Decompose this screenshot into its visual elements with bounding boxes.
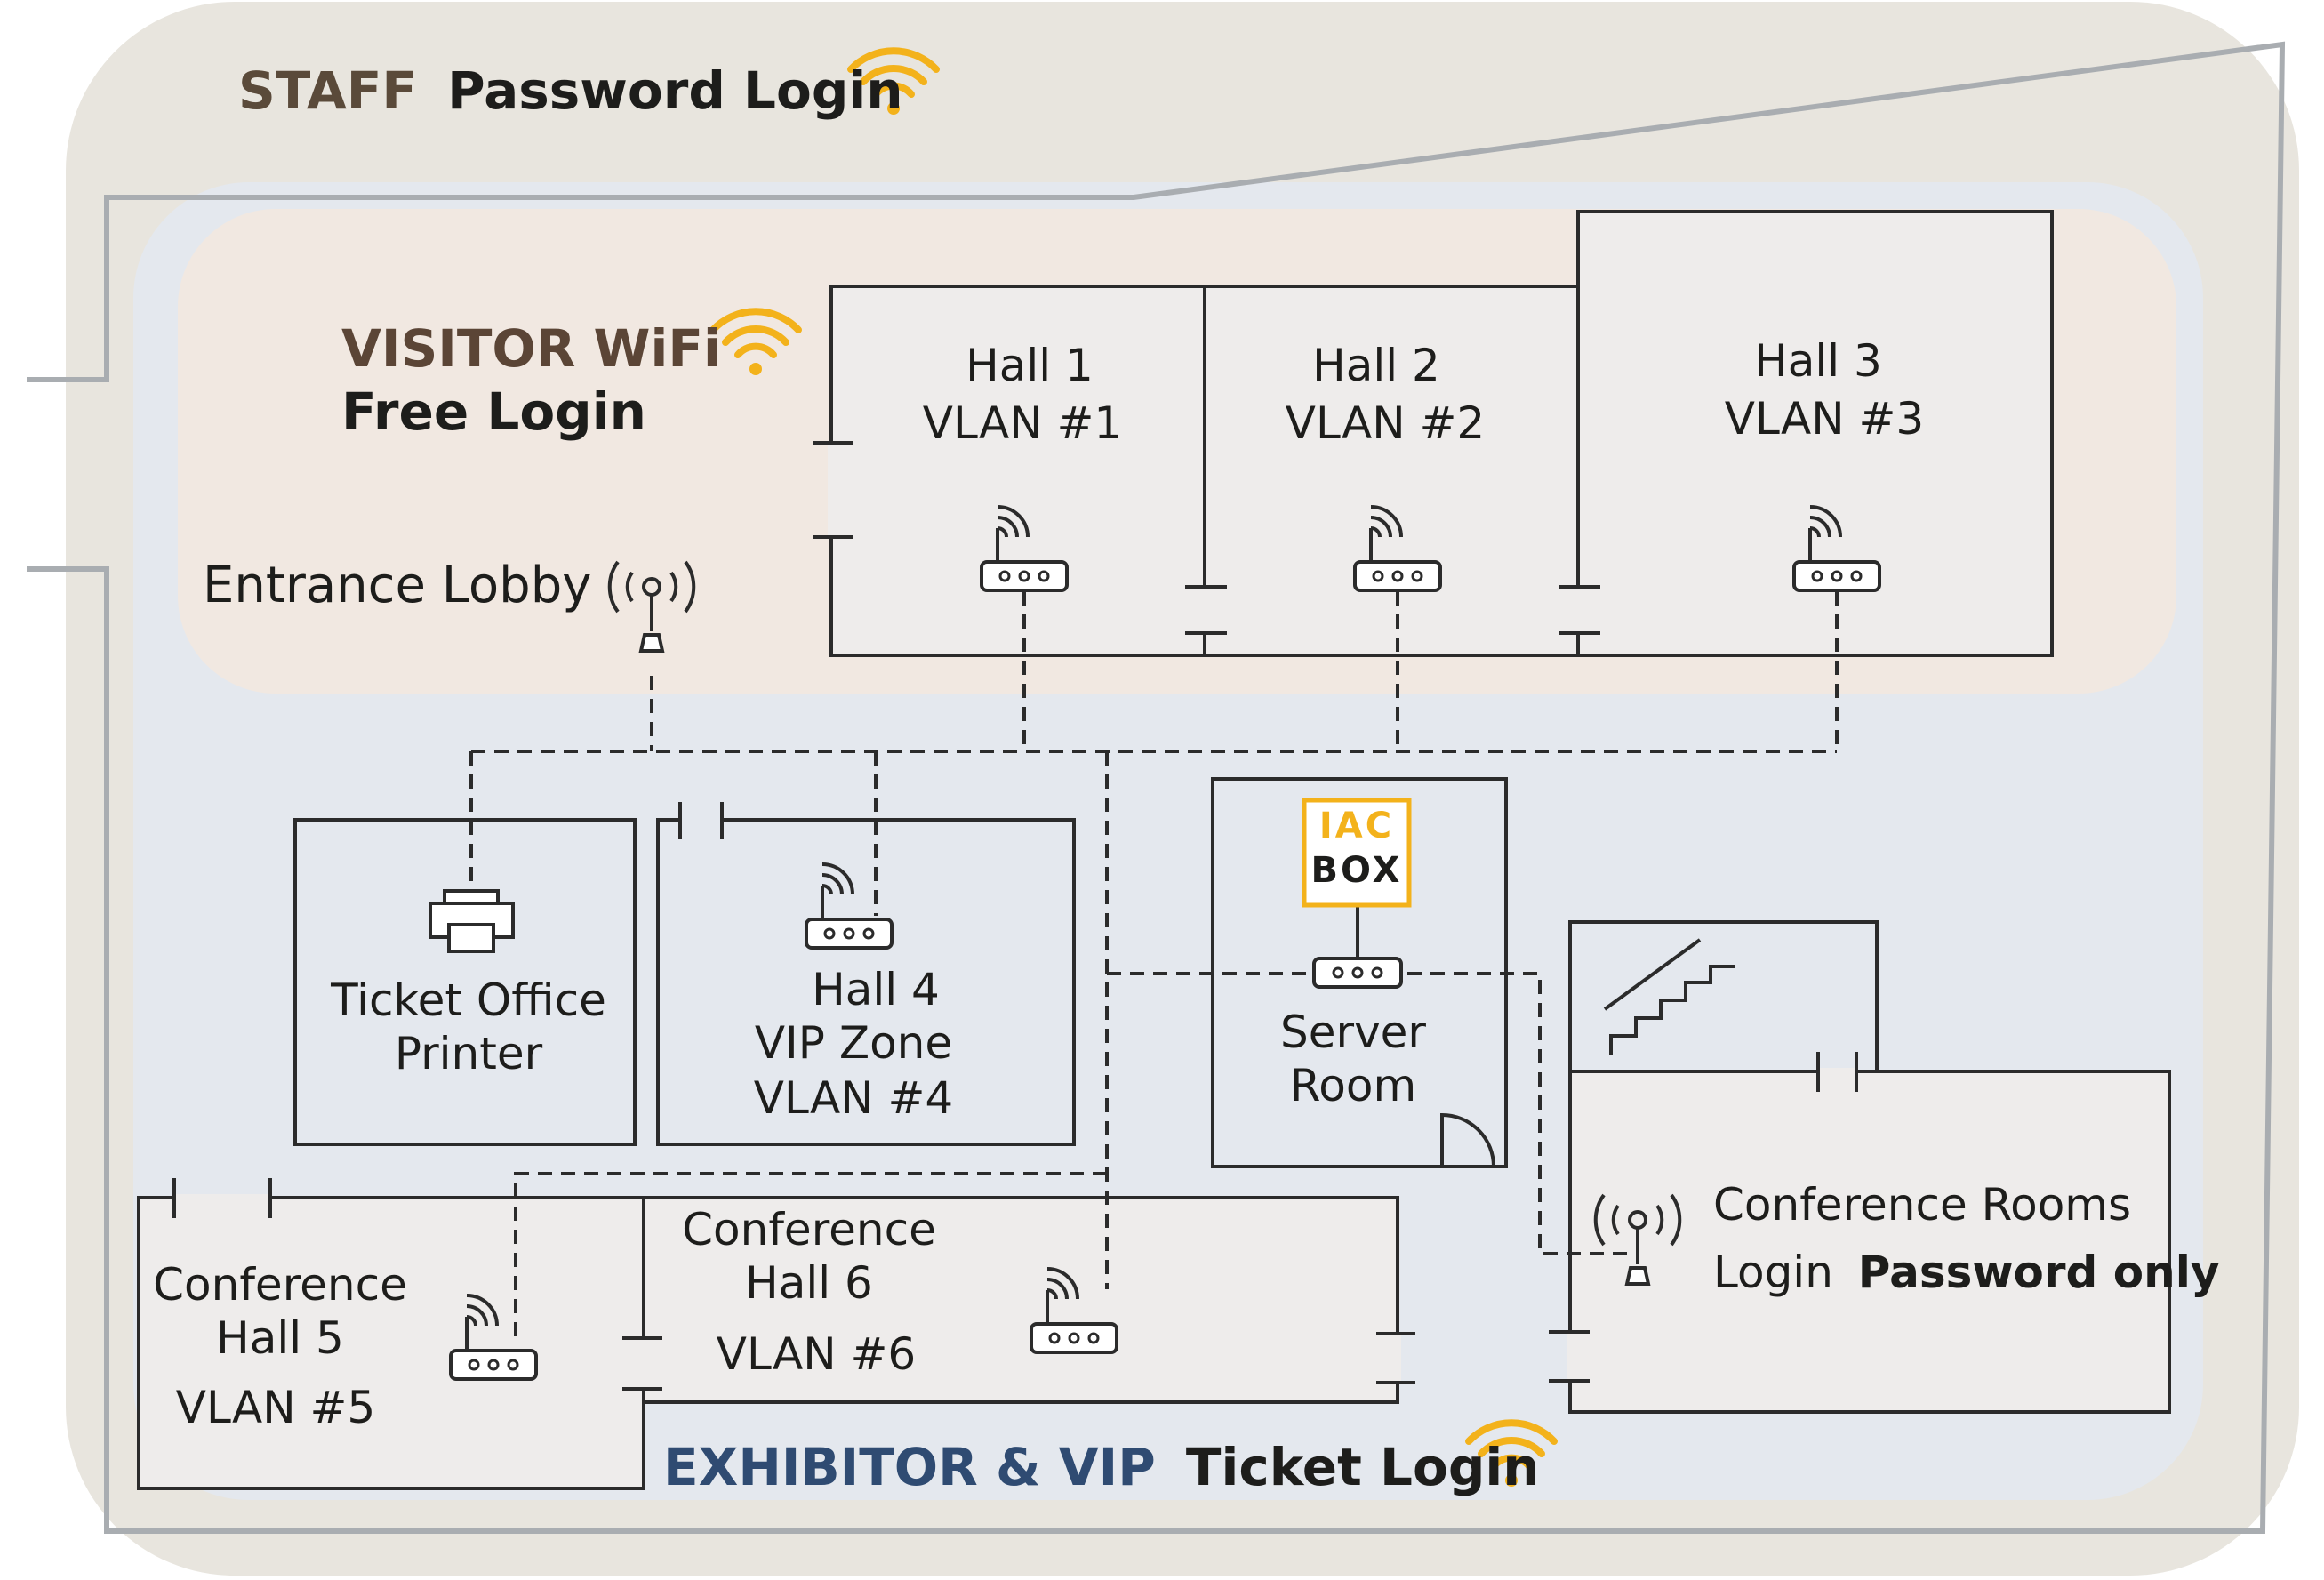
hall-6-vlan: VLAN #6	[717, 1328, 916, 1380]
ticket-office-room	[293, 818, 637, 1146]
stairwell-room	[1568, 920, 1879, 1073]
conference-rooms-label: Conference Rooms	[1713, 1179, 2131, 1231]
hall-5-label-2: Hall 5	[216, 1312, 344, 1364]
exhibitor-zone-login: Ticket Login	[1186, 1437, 1540, 1497]
hall-4-room	[656, 818, 1076, 1146]
hall-6-label-2: Hall 6	[745, 1257, 873, 1309]
hall-4-vlan: VLAN #4	[754, 1072, 953, 1124]
hall-2-vlan: VLAN #2	[1286, 397, 1485, 449]
exhibitor-zone-label: EXHIBITOR & VIP Ticket Login	[663, 1437, 1540, 1497]
hall-5-vlan: VLAN #5	[176, 1382, 375, 1433]
hall-4-label: Hall 4	[812, 964, 940, 1015]
conference-hall-5-room	[137, 1196, 645, 1490]
visitor-zone-prefix: VISITOR WiFi	[341, 318, 721, 379]
hall-3-label: Hall 3	[1754, 335, 1882, 387]
ticket-office-printer: Printer	[395, 1028, 543, 1079]
server-room-label-1: Server	[1280, 1007, 1426, 1058]
conference-rooms-room	[1568, 1070, 2171, 1414]
iac-box-line1: IAC	[1319, 806, 1394, 846]
hall-5-label-1: Conference	[153, 1259, 407, 1311]
hall-3-vlan: VLAN #3	[1725, 393, 1924, 445]
conference-rooms-login-password: Password only	[1858, 1247, 2220, 1298]
staff-zone-label: STAFF Password Login	[238, 60, 903, 121]
iac-box-line2: BOX	[1311, 850, 1403, 891]
staff-zone-prefix: STAFF	[238, 60, 417, 121]
hall-1-label: Hall 1	[966, 340, 1094, 391]
iac-box	[1302, 798, 1412, 908]
conference-hall-6-room	[642, 1196, 1399, 1404]
printer-icon	[429, 889, 515, 953]
conference-rooms-login: Login Password only	[1713, 1247, 2219, 1298]
visitor-zone-login: Free Login	[341, 381, 646, 442]
conference-rooms-login-word: Login	[1713, 1247, 1833, 1298]
entrance-lobby-label: Entrance Lobby	[203, 557, 591, 614]
staff-zone-login: Password Login	[447, 60, 902, 121]
hall-1-vlan: VLAN #1	[923, 397, 1122, 449]
hall-6-label-1: Conference	[682, 1204, 936, 1255]
hall-4-zone: VIP Zone	[755, 1017, 952, 1069]
stairs-icon	[1603, 938, 1735, 1055]
server-router-icon	[1312, 907, 1403, 989]
building-border	[27, 41, 2286, 1534]
hall-1-room	[829, 285, 1206, 657]
exhibitor-zone-prefix: EXHIBITOR & VIP	[663, 1437, 1156, 1497]
ticket-office-label: Ticket Office	[330, 974, 606, 1026]
hall-2-label: Hall 2	[1312, 340, 1440, 391]
server-room-label-2: Room	[1290, 1060, 1416, 1111]
doors	[172, 441, 1858, 1391]
